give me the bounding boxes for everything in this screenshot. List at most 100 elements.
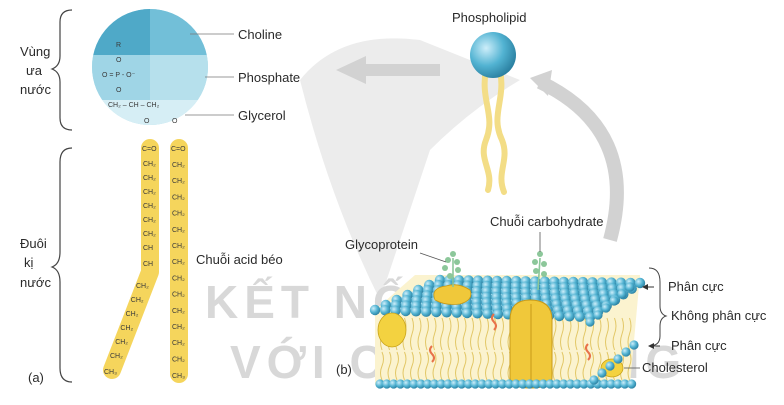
- phospholipid-head-bottom: [402, 379, 412, 389]
- chem-ch2-right: CH₂: [172, 194, 185, 201]
- membrane-tail-upper: [500, 317, 504, 351]
- phospholipid-head-bottom: [531, 379, 542, 389]
- phospholipid-head-bottom: [457, 379, 467, 389]
- phospholipid-head: [431, 306, 442, 318]
- chem-ch3-left: CH₃: [104, 369, 117, 376]
- phospholipid-head-bottom: [552, 379, 562, 389]
- phospholipid-head-bottom: [497, 379, 507, 389]
- panel-b-letter: (b): [336, 362, 352, 377]
- chem-ch2-right: CH₂: [172, 292, 185, 299]
- membrane-tail-upper: [455, 317, 459, 351]
- hydrophobic-label-1: Đuôi: [20, 236, 47, 251]
- membrane-tail-upper: [440, 317, 444, 351]
- glycoprotein-carbohydrate: [442, 251, 461, 287]
- phospholipid-head-bottom: [395, 379, 405, 389]
- chem-ch2-right: CH₂: [172, 243, 185, 250]
- chem-ch-left-2: CH: [143, 261, 153, 268]
- phospholipid-head-bottom: [511, 379, 521, 389]
- chem-ch2-left-kink: CH₂: [110, 353, 123, 360]
- chem-o1: O: [116, 57, 122, 64]
- hydrophilic-label-3: nước: [20, 82, 51, 97]
- chem-ch2-left-kink: CH₂: [120, 325, 133, 332]
- nonpolar-brace: [648, 267, 668, 347]
- membrane-tail-lower: [447, 351, 452, 381]
- choline-label: Choline: [238, 27, 282, 42]
- glycoprotein: [433, 284, 472, 305]
- membrane-tail-lower: [597, 351, 602, 381]
- membrane-tail-upper: [417, 317, 422, 351]
- phospholipid-head: [554, 310, 565, 322]
- chem-carbonyl-left: C=O: [142, 146, 157, 153]
- phospholipid-head: [574, 311, 585, 322]
- membrane-tail-upper: [447, 317, 452, 351]
- phospholipid-head: [380, 305, 391, 316]
- membrane-tail-lower: [470, 351, 474, 381]
- polar-bottom-label: Phân cực: [671, 338, 727, 353]
- carbohydrate-label: Chuỗi carbohydrate: [490, 214, 603, 229]
- peripheral-protein: [377, 312, 407, 348]
- phospholipid-head-bottom: [409, 379, 419, 389]
- membrane-tail-lower: [387, 351, 392, 381]
- chem-carbonyl-right: C=O: [171, 146, 186, 153]
- phospholipid-head-side: [609, 296, 619, 306]
- phospholipid-head-side-lower: [597, 368, 607, 378]
- membrane-tail-lower: [552, 351, 557, 381]
- cholesterol-molecule-3: [585, 343, 591, 361]
- phospholipid-head: [564, 311, 575, 322]
- watermark-logo: [300, 38, 520, 300]
- phospholipid-head-bottom: [389, 379, 399, 389]
- membrane-tail-lower: [627, 351, 632, 381]
- membrane-tail-lower: [395, 351, 399, 381]
- chem-ch2-left-kink: CH₂: [131, 297, 144, 304]
- panel-a-letter: (a): [28, 370, 44, 385]
- glycoprotein-label: Glycoprotein: [345, 237, 418, 252]
- phospholipid-head-bottom: [545, 379, 555, 389]
- membrane-tail-upper: [620, 317, 624, 351]
- chem-ch2-left-kink: CH₂: [136, 283, 149, 290]
- phospholipid-head-structure: R O O = P - O⁻ O CH₂ – CH – CH₂ O O: [92, 9, 208, 125]
- membrane-tail-upper: [485, 317, 489, 351]
- hydrophobic-label: Đuôi kị nước: [20, 236, 51, 290]
- phospholipid-head-bottom: [463, 379, 473, 389]
- membrane-tail-lower: [500, 351, 504, 381]
- chem-ch2-left: CH₂: [143, 161, 156, 168]
- chem-ch2-right: CH₂: [172, 275, 185, 282]
- membrane-tail-lower: [417, 351, 422, 381]
- chem-ch2-left: CH₂: [143, 217, 156, 224]
- membrane-tail-lower: [492, 351, 497, 381]
- cholesterol-molecule-2: [429, 345, 435, 363]
- membrane-tail-lower: [485, 351, 489, 381]
- phospholipid-head-bottom: [470, 379, 480, 389]
- chem-ch2-right: CH₂: [172, 211, 185, 218]
- phospholipid-head-bottom: [627, 379, 637, 389]
- chem-phosphate: O = P - O⁻: [102, 72, 136, 79]
- membrane-tail-upper: [462, 317, 467, 351]
- membrane-tail-upper: [410, 317, 414, 351]
- membrane-tail-lower: [560, 351, 564, 381]
- phospholipid-head: [634, 277, 646, 289]
- cholesterol-label: Cholesterol: [642, 360, 708, 375]
- phospholipid-head-side-lower: [629, 340, 639, 350]
- chem-r: R: [116, 42, 121, 49]
- membrane-side-heads: [585, 282, 639, 385]
- membrane-tail-upper: [627, 317, 632, 351]
- phospholipid-head: [472, 308, 483, 319]
- chem-ch3-right: CH₃: [172, 373, 185, 380]
- phospholipid-head: [369, 304, 381, 316]
- phospholipid-head-side: [625, 282, 635, 292]
- phospholipid-head-side: [585, 317, 595, 327]
- chem-ch2-right: CH₂: [172, 308, 185, 315]
- phospholipid-head-bottom: [538, 379, 548, 389]
- membrane-tail-upper: [560, 317, 564, 351]
- membrane-tail-lower: [462, 351, 467, 381]
- phospholipid-head-side: [593, 310, 603, 320]
- phospholipid-head-side: [617, 289, 627, 299]
- fatty-acid-chain-left: [103, 139, 159, 379]
- membrane-tail-upper: [425, 317, 429, 351]
- carbohydrate-chain: [532, 251, 547, 291]
- chem-ch2-right: CH₂: [172, 227, 185, 234]
- membrane-tail-upper: [605, 317, 609, 351]
- chem-ch2-right: CH₂: [172, 162, 185, 169]
- membrane-tail-lower: [410, 351, 414, 381]
